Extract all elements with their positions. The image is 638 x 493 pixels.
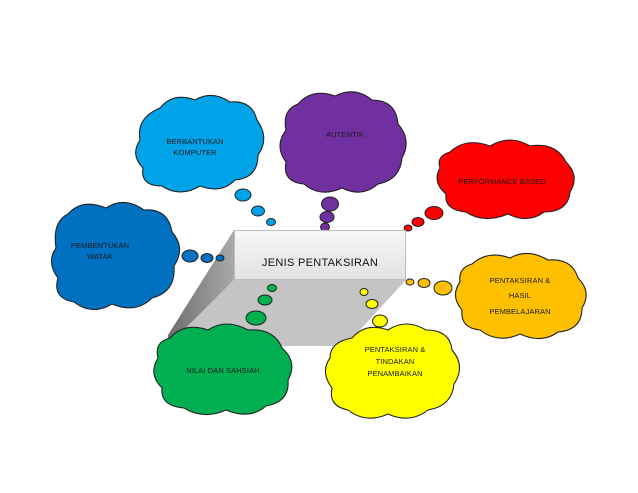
bubble [424, 206, 444, 220]
bubble [417, 278, 431, 288]
cloud-berbantukan [135, 94, 276, 226]
label-line: PEMBENTUKAN [70, 241, 130, 250]
label-line: HASIL [508, 291, 532, 301]
label-performance: PERFORMANCE BASED [448, 176, 556, 187]
bubble [234, 188, 252, 202]
cloud-performance [403, 139, 575, 232]
label-line: PERFORMANCE BASED [458, 177, 546, 186]
label-pembentukan: PEMBENTUKAN WATAK [54, 240, 146, 263]
bubble [245, 310, 267, 326]
bubble [319, 211, 335, 223]
bubble [181, 249, 199, 263]
bubble [267, 284, 277, 292]
label-line: AUTENTIK [326, 130, 364, 139]
bubble [365, 299, 379, 309]
center-label: JENIS PENTAKSIRAN [261, 257, 379, 269]
label-hasil: PENTAKSIRAN & HASIL PEMBELAJARAN [470, 273, 570, 319]
bubble [321, 196, 339, 212]
label-line: KOMPUTER [173, 148, 217, 158]
cloud-shape [153, 323, 293, 416]
bubble [411, 217, 425, 227]
bubble [257, 294, 273, 306]
cloud-shape [454, 252, 587, 340]
label-nilai: NILAI DAN SAHSIAH [168, 365, 278, 376]
cloud-shape [50, 201, 181, 311]
label-tindakan: PENTAKSIRAN & TINDAKAN PENAMBAIKAN [345, 344, 445, 380]
label-autentik: AUTENTIK [300, 129, 390, 140]
cloud-shape [135, 94, 265, 193]
cloud-shape [436, 139, 575, 220]
bubble [403, 224, 413, 232]
label-line: WATAK [87, 252, 113, 262]
center-box [234, 230, 406, 280]
cloud-hasil [405, 252, 587, 340]
bubble [266, 218, 276, 226]
cloud-shape [324, 323, 461, 419]
bubble [405, 278, 415, 286]
bubble [433, 280, 453, 296]
cloud-shape [279, 91, 407, 193]
cloud-autentik [279, 91, 407, 232]
bubble [215, 254, 225, 262]
bubble [372, 314, 388, 328]
label-line: PEMBELAJARAN [489, 306, 551, 316]
bubble [200, 253, 214, 263]
label-line: PENAMBAIKAN [367, 369, 423, 378]
label-line: NILAI DAN SAHSIAH [186, 366, 260, 375]
bubble [251, 205, 265, 217]
label-berbantukan: BERBANTUKAN KOMPUTER [150, 136, 240, 159]
label-line: TINDAKAN [375, 357, 415, 366]
cloud-tindakan [324, 288, 461, 419]
cloud-pembentukan [50, 201, 225, 311]
label-line: PENTAKSIRAN & [364, 345, 426, 354]
bubble [359, 288, 369, 296]
label-line: BERBANTUKAN [166, 137, 224, 146]
cloud-nilai [153, 284, 293, 416]
label-line: PENTAKSIRAN & [489, 276, 551, 285]
